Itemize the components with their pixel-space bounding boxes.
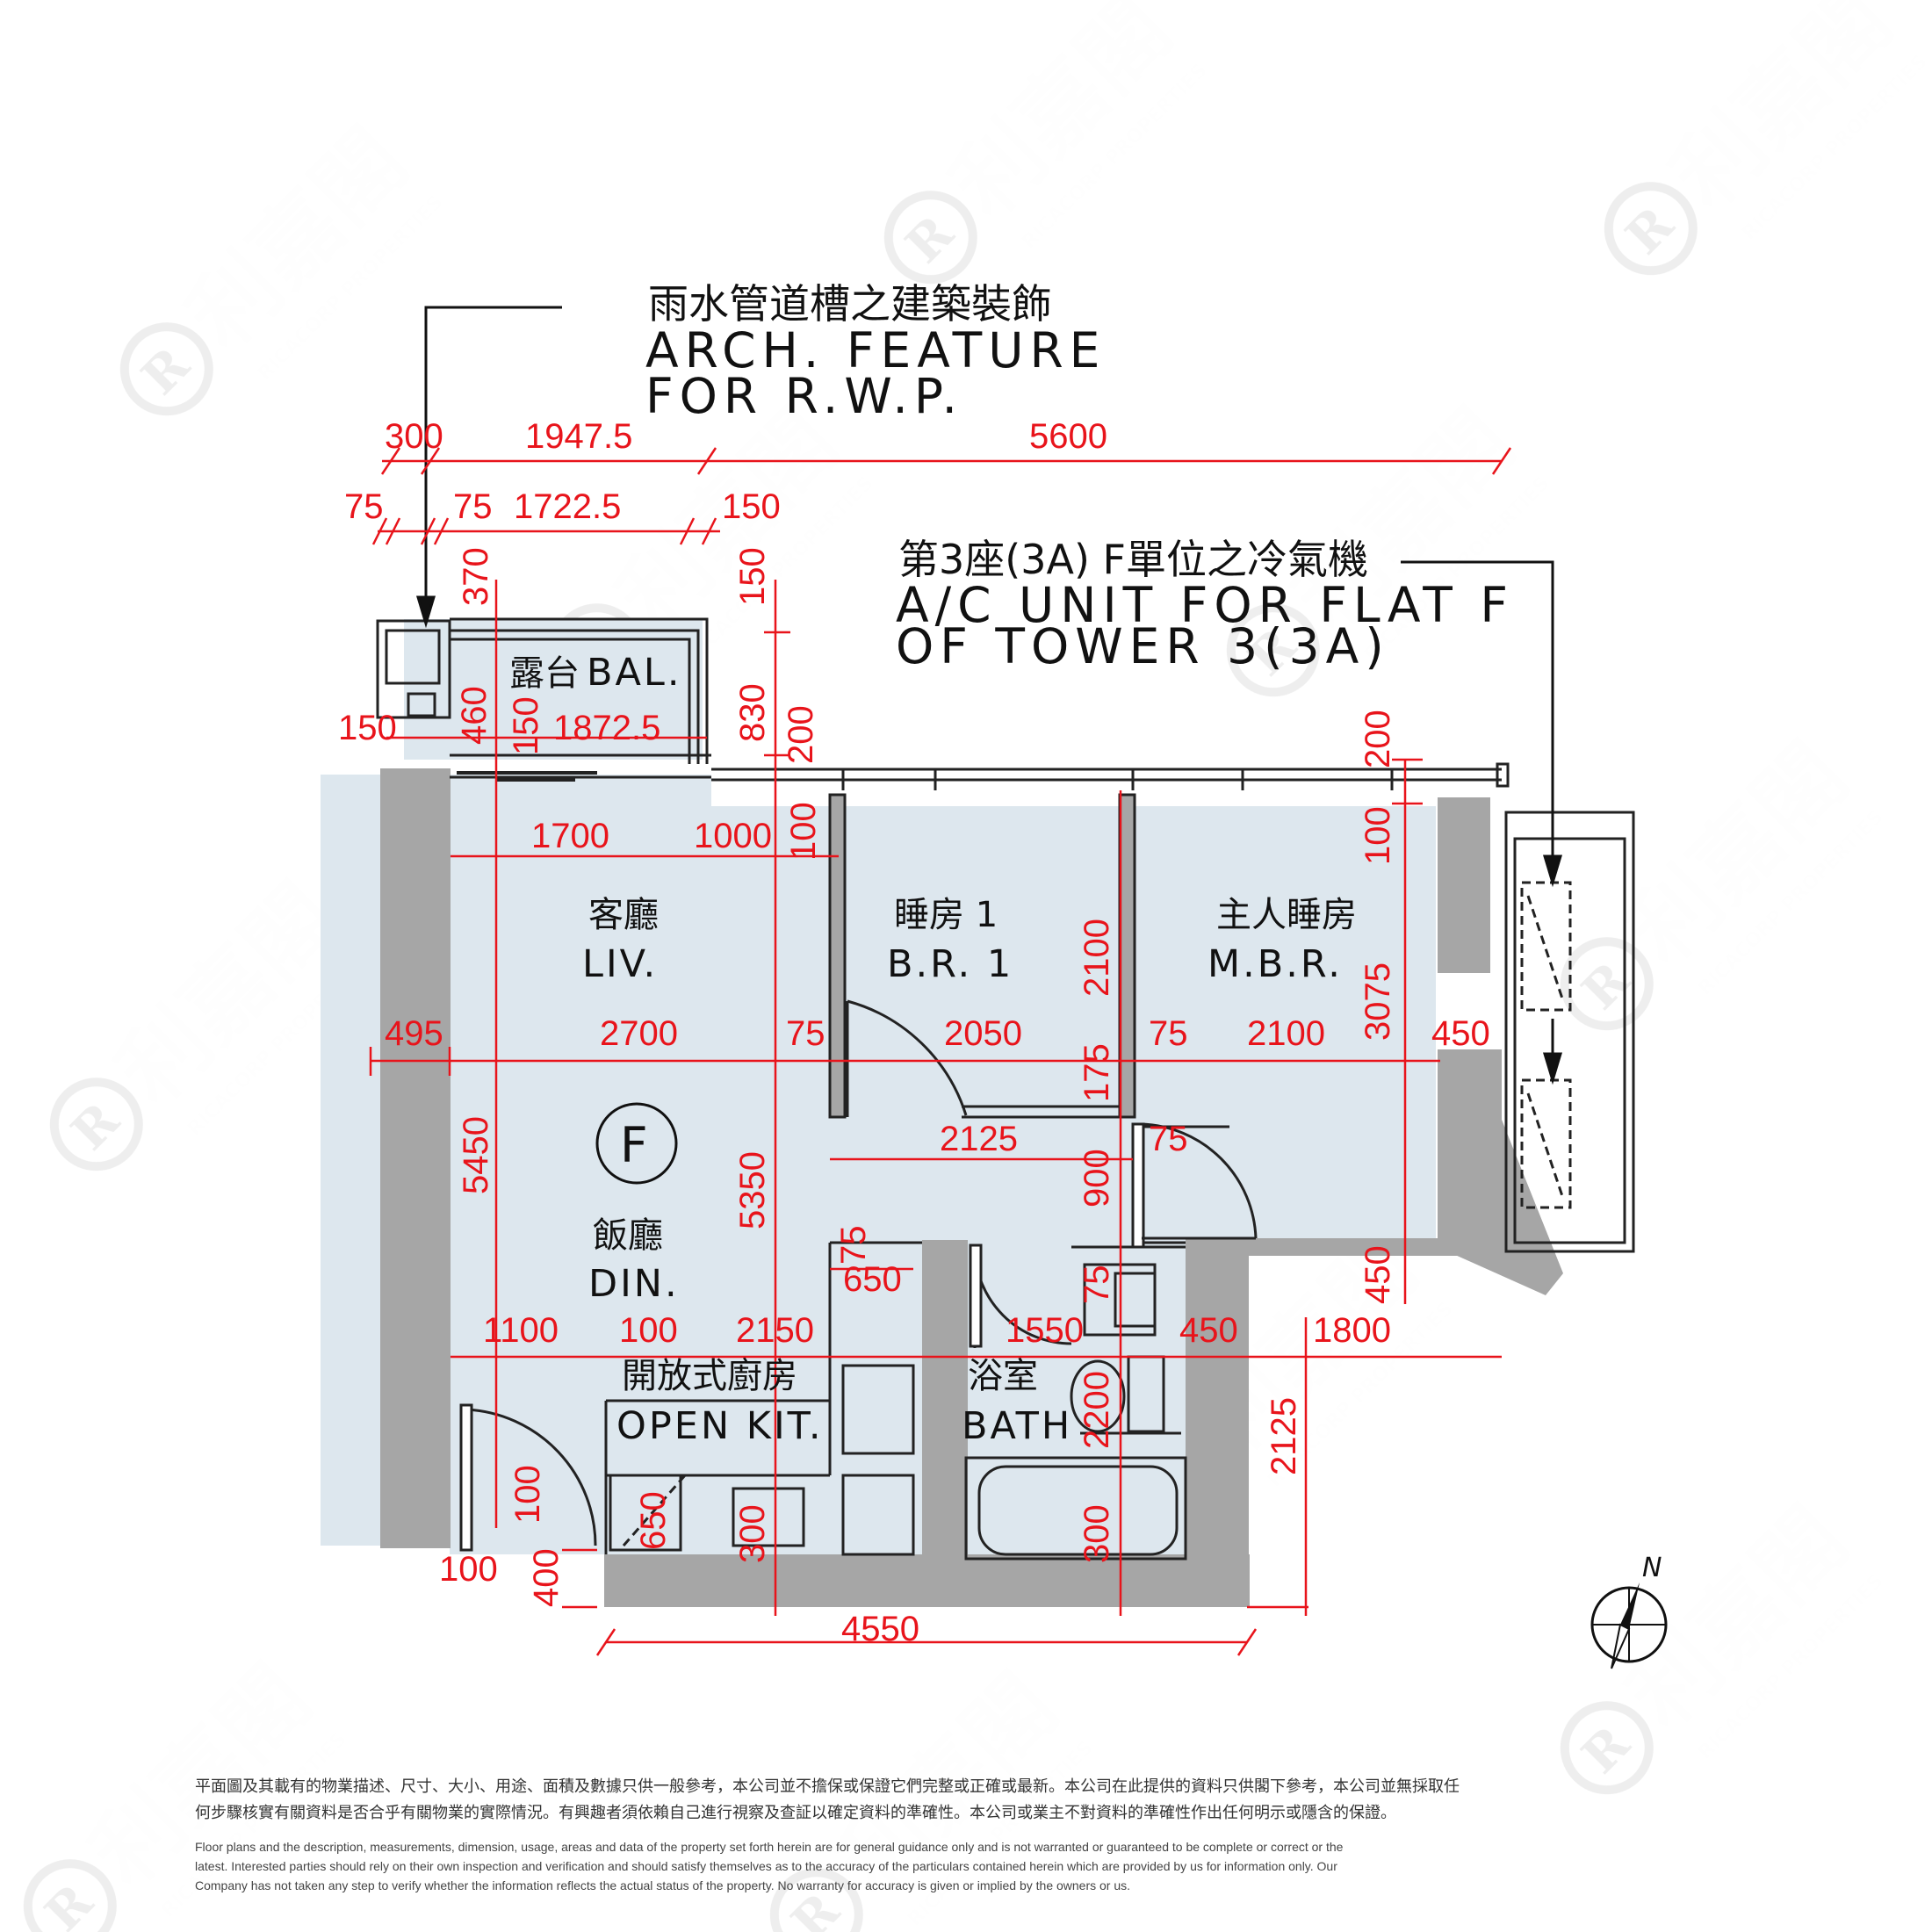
north-label: N [1642, 1553, 1662, 1583]
dimension-label: 1550 [1006, 1311, 1084, 1350]
dimension-label: 2125 [1265, 1397, 1303, 1475]
dimension-label: 100 [784, 802, 823, 861]
dimension-label: 460 [455, 686, 494, 745]
dimension-label: 75 [1149, 1014, 1188, 1053]
dimension-label: 1800 [1313, 1311, 1391, 1350]
dimension-label: 75 [834, 1226, 873, 1265]
note-leaders [415, 306, 1563, 1085]
dimension-label: 150 [338, 709, 397, 747]
dimension-label: 1872.5 [553, 709, 660, 747]
dimension-label: 2050 [944, 1014, 1022, 1053]
dimension-label: 2100 [1078, 919, 1116, 997]
bath-label-cn: 浴室 [968, 1356, 1038, 1396]
dimension-label: 2150 [736, 1311, 814, 1350]
dimension-label: 100 [439, 1550, 498, 1589]
dimension-labels: 300 1947.5 5600 75 75 1722.5 150 150 187… [338, 417, 1490, 1648]
floor-area [321, 619, 1436, 1563]
master-bedroom-label-cn: 主人睡房 [1216, 895, 1357, 935]
dimension-label: 2200 [1078, 1371, 1116, 1449]
dimension-label: 75 [1078, 1265, 1116, 1305]
dimension-label: 5600 [1029, 417, 1107, 456]
dimension-label: 100 [1359, 806, 1397, 865]
dimension-label: 1100 [483, 1311, 559, 1350]
west-wall [380, 768, 451, 1548]
dimension-label: 175 [1078, 1043, 1116, 1102]
dimension-label: 75 [453, 487, 493, 526]
bath-label-en: BATH [962, 1404, 1072, 1448]
dimension-label: 450 [1359, 1245, 1397, 1304]
dimension-label: 1722.5 [514, 487, 621, 526]
east-wall-upper [1438, 797, 1490, 973]
flat-symbol-circle [595, 1102, 678, 1185]
dimension-label: 150 [722, 487, 781, 526]
dimension-label: 150 [507, 696, 545, 755]
kitchen-label-en: OPEN KIT. [616, 1404, 824, 1448]
balcony-label-en: BAL. [587, 651, 682, 695]
balcony-floor [404, 619, 703, 760]
flat-symbol: F [620, 1117, 648, 1173]
dimension-label: 450 [1179, 1311, 1238, 1350]
dimension-label: 75 [344, 487, 384, 526]
doors [459, 999, 1258, 1552]
dimension-label: 370 [457, 547, 495, 606]
dimension-label: 150 [733, 547, 772, 606]
wall-lines [376, 617, 1635, 1561]
disclaimer-cn-line2: 何步驟核實有關資料是否合乎有關物業的實際情況。有興趣者須依賴自己進行視察及查証以… [195, 1804, 1396, 1822]
dimension-label: 75 [786, 1014, 825, 1053]
dimension-label: 75 [1149, 1120, 1188, 1158]
disclaimer-en-line2: latest. Interested parties should rely o… [195, 1859, 1337, 1873]
dimension-label: 1000 [694, 817, 772, 855]
dimension-label: 650 [634, 1491, 673, 1550]
dimension-label: 100 [619, 1311, 678, 1350]
balcony-label-cn: 露台 [509, 653, 580, 694]
ac-note-en2: OF TOWER 3(3A) [896, 618, 1390, 674]
dining-label-en: DIN. [588, 1262, 680, 1306]
dining-label-cn: 飯廳 [593, 1215, 663, 1256]
dimension-label: 300 [1078, 1504, 1116, 1563]
dimension-label: 200 [1359, 710, 1397, 768]
dimension-label: 830 [733, 683, 772, 742]
dimension-lines [369, 447, 1512, 1656]
dimension-label: 450 [1431, 1014, 1490, 1053]
dimension-label: 100 [508, 1465, 547, 1524]
rwp-note-cn: 雨水管道槽之建築裝飾 [648, 280, 1052, 328]
kitchen-bath-wall [922, 1240, 968, 1569]
dimension-label: 1700 [531, 817, 609, 855]
master-bedroom-label-en: M.B.R. [1208, 942, 1343, 986]
dimension-label: 5350 [733, 1151, 772, 1229]
bedroom1-label-en: B.R. 1 [887, 942, 1013, 986]
dimension-label: 1947.5 [525, 417, 632, 456]
north-pointer [1620, 1582, 1640, 1629]
ac-note-cn: 第3座(3A) F單位之冷氣機 [898, 536, 1368, 583]
south-wall [604, 1554, 1250, 1607]
dimension-label: 4550 [841, 1610, 919, 1648]
dimension-label: 2700 [600, 1014, 678, 1053]
dimension-label: 5450 [457, 1116, 495, 1194]
dimension-label: 2100 [1247, 1014, 1325, 1053]
disclaimer-en-line3: Company has not taken any step to verify… [195, 1878, 1131, 1892]
ac-note-en1: A/C UNIT FOR FLAT F [896, 577, 1514, 633]
dimension-label: 300 [385, 417, 443, 456]
dimension-label: 300 [733, 1504, 772, 1563]
dimension-label: 2125 [940, 1120, 1018, 1158]
rwp-note-en1: ARCH. FEATURE [645, 322, 1106, 378]
bath-east-wall [1186, 1238, 1249, 1568]
rwp-note-en2: FOR R.W.P. [645, 368, 963, 424]
dimension-label: 3075 [1359, 962, 1397, 1041]
dimension-label: 900 [1078, 1149, 1116, 1208]
room-labels: 客廳 LIV. 睡房 1 B.R. 1 主人睡房 M.B.R. 露台 BAL. … [509, 651, 1357, 1448]
dimension-label: 200 [782, 705, 820, 764]
dimension-label: 650 [843, 1260, 902, 1299]
kitchen-label-cn: 開放式廚房 [622, 1356, 797, 1396]
living-label-cn: 客廳 [588, 895, 659, 935]
living-label-en: LIV. [582, 942, 658, 986]
disclaimer-cn-line1: 平面圖及其載有的物業描述、尺寸、大小、用途、面積及數據只供一般參考，本公司並不擔… [195, 1777, 1460, 1796]
dimension-label: 400 [527, 1548, 566, 1607]
dimension-label: 495 [385, 1014, 443, 1053]
north-arrow: N [1590, 1553, 1668, 1669]
bedroom1-label-cn: 睡房 1 [894, 895, 998, 935]
disclaimer-en-line1: Floor plans and the description, measure… [195, 1840, 1344, 1854]
notes: 雨水管道槽之建築裝飾 ARCH. FEATURE FOR R.W.P. 第3座(… [645, 280, 1514, 674]
